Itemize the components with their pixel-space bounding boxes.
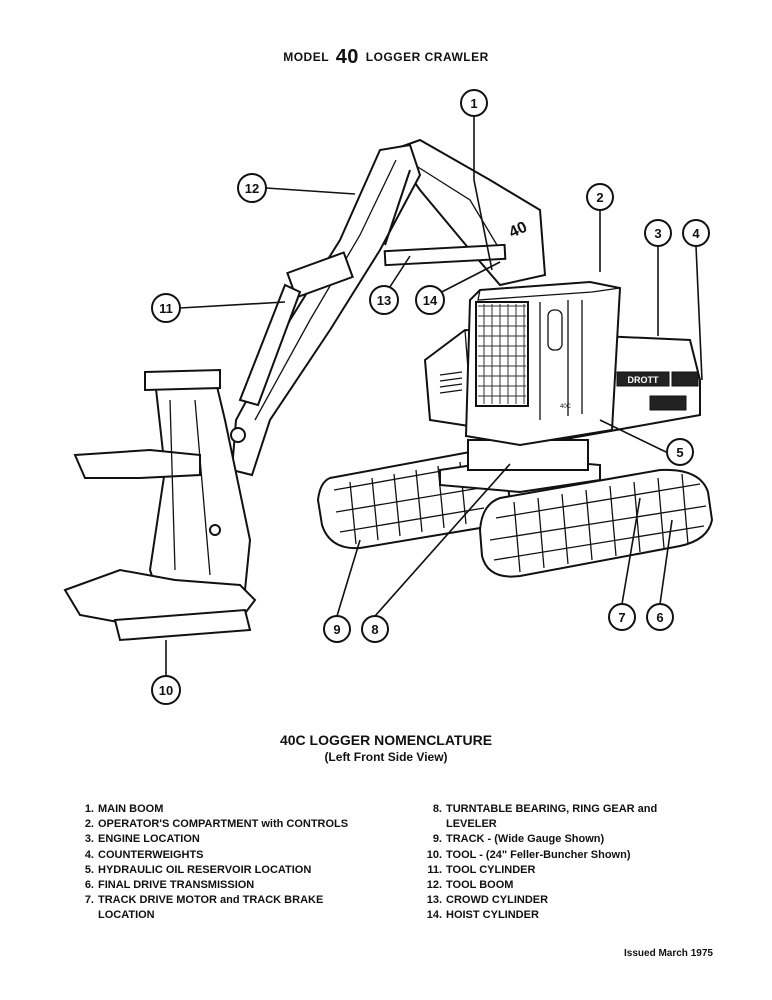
hoist-cylinder-body: [384, 169, 411, 246]
svg-text:5: 5: [676, 445, 683, 460]
svg-text:8: 8: [371, 622, 378, 637]
svg-text:14: 14: [423, 293, 438, 308]
svg-text:10: 10: [159, 683, 173, 698]
callout-12: 12: [237, 173, 267, 203]
svg-text:2: 2: [596, 190, 603, 205]
svg-text:12: 12: [245, 181, 259, 196]
tool-cylinder-body: [238, 283, 302, 407]
main-boom: 40: [390, 138, 547, 287]
issued-date: Issued March 1975: [624, 948, 713, 959]
legend-item-continuation: LOCATION: [98, 909, 155, 922]
svg-text:7: 7: [618, 610, 625, 625]
legend-item: 4.COUNTERWEIGHTS: [84, 848, 204, 861]
svg-text:13: 13: [377, 293, 391, 308]
legend-item: 11.TOOL CYLINDER: [427, 863, 536, 876]
callout-11: 11: [151, 293, 181, 323]
legend-item: 8.TURNTABLE BEARING, RING GEAR and: [432, 803, 658, 815]
logger-crawler-illustration: DROTT 40C 40: [63, 89, 714, 705]
callout-8: 8: [361, 615, 389, 643]
legend-item: 7.TRACK DRIVE MOTOR and TRACK BRAKE: [84, 894, 324, 907]
boom-number: 40: [507, 219, 530, 242]
legend-item: 13.CROWD CYLINDER: [426, 894, 549, 907]
callout-10: 10: [151, 675, 181, 705]
callout-5: 5: [666, 438, 694, 466]
legend-item: 9.TRACK - (Wide Gauge Shown): [432, 833, 605, 846]
header-prefix: MODEL: [283, 50, 329, 64]
legend-right: 8.TURNTABLE BEARING, RING GEAR and LEVEL…: [424, 802, 724, 924]
feller-buncher-tool: [63, 368, 257, 642]
svg-text:6: 6: [656, 610, 663, 625]
callout-1: 1: [460, 89, 488, 117]
callout-9: 9: [323, 615, 351, 643]
cab-door-window: [475, 301, 529, 407]
callout-3: 3: [644, 219, 672, 247]
caption-subtitle: (Left Front Side View): [324, 750, 448, 764]
svg-text:3: 3: [654, 226, 661, 241]
legend-item: 12.TOOL BOOM: [426, 879, 514, 892]
callout-4: 4: [682, 219, 710, 247]
svg-text:9: 9: [333, 622, 340, 637]
callout-13: 13: [369, 285, 399, 315]
leader-lines: [165, 116, 703, 676]
legend-item: 14.HOIST CYLINDER: [426, 909, 539, 922]
crowd-cylinder-body: [383, 243, 507, 267]
caption-title: 40C LOGGER NOMENCLATURE: [279, 732, 493, 748]
legend-item: 2.OPERATOR'S COMPARTMENT with CONTROLS: [84, 818, 349, 831]
vent-plate: [649, 395, 687, 411]
svg-text:11: 11: [159, 301, 173, 316]
turntable-ring: [467, 439, 589, 471]
cab-decal-model: 40C: [560, 404, 572, 410]
callout-2: 2: [586, 183, 614, 211]
callout-14: 14: [415, 285, 445, 315]
header-suffix: LOGGER CRAWLER: [365, 50, 489, 64]
callout-7: 7: [608, 603, 636, 631]
decal-plate: [616, 371, 670, 387]
header-model-number: 40: [335, 46, 359, 68]
legend-item: 6.FINAL DRIVE TRANSMISSION: [84, 879, 255, 892]
operator-cab: 40C: [464, 280, 622, 447]
legend-item: 10.TOOL - (24" Feller-Buncher Shown): [426, 848, 631, 861]
legend-item-continuation: LEVELER: [446, 818, 497, 831]
legend-left: 1.MAIN BOOM 2.OPERATOR'S COMPARTMENT wit…: [76, 802, 396, 924]
caption-block: 40C LOGGER NOMENCLATURE (Left Front Side…: [0, 732, 772, 764]
legend-item: 5.HYDRAULIC OIL RESERVOIR LOCATION: [84, 863, 312, 876]
counterweight-plate: [671, 371, 699, 387]
svg-text:1: 1: [470, 96, 477, 111]
track-right: [478, 468, 714, 578]
page-header: MODEL 40 LOGGER CRAWLER: [0, 46, 772, 69]
callout-6: 6: [646, 603, 674, 631]
legend-item: 3.ENGINE LOCATION: [84, 833, 200, 846]
legend-item: 1.MAIN BOOM: [84, 803, 164, 815]
tool-boom: [230, 143, 422, 477]
svg-text:4: 4: [692, 226, 700, 241]
cab-decal-brand: DROTT: [628, 375, 659, 385]
